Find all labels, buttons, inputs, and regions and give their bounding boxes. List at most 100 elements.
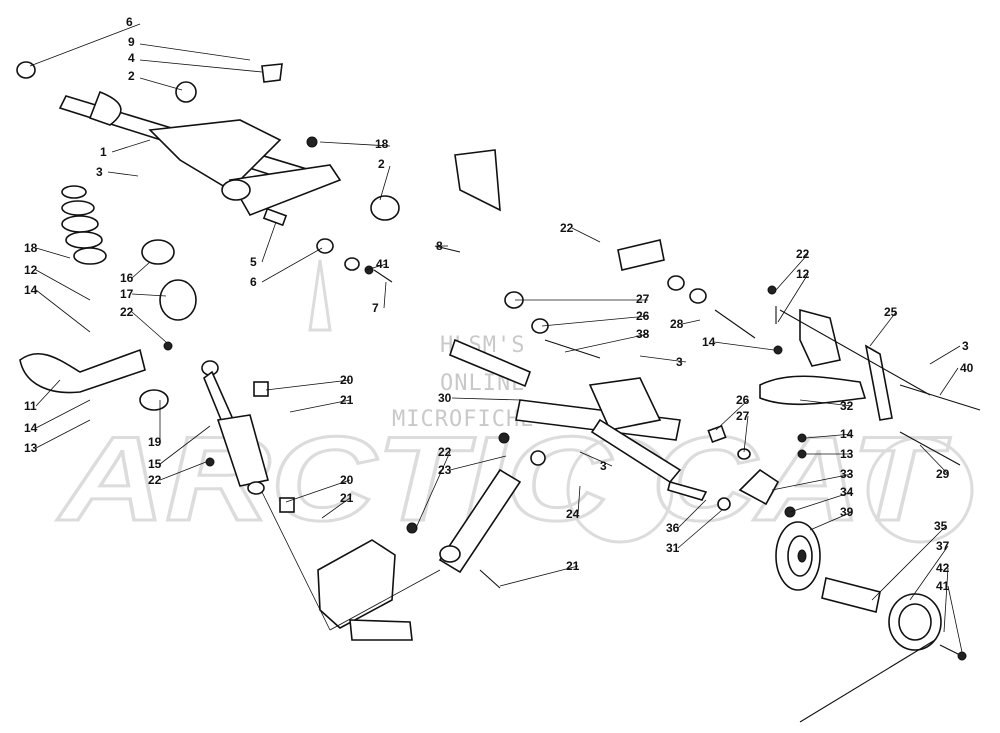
watermark-wheel-icon (866, 436, 974, 544)
leader-line (35, 289, 91, 333)
leader-line (321, 497, 351, 519)
leader-line (681, 319, 701, 325)
callout-label: 4 (128, 51, 135, 65)
leader-line (799, 399, 853, 407)
leader-line (35, 379, 61, 407)
leader-line (451, 397, 521, 401)
leader-line (777, 273, 809, 323)
callout-label: 8 (436, 239, 443, 253)
leader-line (261, 247, 323, 283)
leader-line (29, 23, 141, 67)
callout-label: 21 (340, 393, 354, 407)
callout-label: 36 (666, 521, 680, 535)
callout-label: 21 (566, 559, 580, 573)
leader-line (771, 473, 853, 491)
front-shock (163, 341, 295, 513)
callout-label: 18 (375, 137, 389, 151)
leader-line (35, 269, 91, 301)
callout-label: 20 (340, 373, 354, 387)
leader-line (789, 491, 853, 513)
callout-label: 31 (666, 541, 680, 555)
callout-label: 21 (340, 491, 354, 505)
callout-label: 3 (962, 339, 969, 353)
leader-line (499, 565, 579, 587)
callout-label: 40 (960, 361, 974, 375)
leader-line (289, 399, 351, 413)
callout-label: 26 (636, 309, 650, 323)
callout-label: 34 (840, 485, 854, 499)
callout-label: 29 (936, 467, 950, 481)
callout-label: 32 (840, 399, 854, 413)
leader-line (415, 451, 451, 529)
callout-label: 28 (670, 317, 684, 331)
callout-label: 11 (24, 399, 37, 413)
callout-label: 22 (120, 305, 134, 319)
watermark-line-3: MICROFICHE (392, 407, 534, 432)
callout-label: 6 (250, 275, 257, 289)
leader-line (449, 455, 507, 471)
leader-line (909, 545, 949, 601)
leader-line (379, 165, 391, 201)
leader-line (943, 567, 949, 633)
callout-label: 20 (340, 473, 354, 487)
callout-label: 2 (378, 157, 385, 171)
callout-label: 25 (884, 305, 898, 319)
callout-label: 27 (736, 409, 750, 423)
leader-line (139, 77, 183, 91)
leader-line (715, 399, 749, 431)
idler-wheel-assembly (775, 521, 967, 723)
callout-label: 39 (840, 505, 854, 519)
callout-label: 19 (148, 435, 162, 449)
leader-line (947, 585, 963, 653)
leader-line (869, 311, 897, 347)
leader-line (365, 263, 387, 271)
middle-shock (406, 432, 546, 589)
callout-label: 18 (24, 241, 38, 255)
callout-label: 35 (934, 519, 948, 533)
leader-line (319, 141, 391, 147)
leader-lines (29, 23, 963, 653)
leader-line (265, 379, 351, 391)
leader-line (677, 499, 707, 529)
callout-label: 14 (702, 335, 716, 349)
leader-line (919, 444, 949, 475)
callout-label: 2 (128, 69, 135, 83)
callout-label: 23 (438, 463, 452, 477)
rear-arm-assembly (667, 285, 981, 518)
callout-label: 22 (148, 473, 162, 487)
leader-line (541, 315, 649, 327)
callout-label: 13 (24, 441, 38, 455)
callout-label: 3 (676, 355, 683, 369)
leader-line (131, 293, 167, 297)
callout-labels: 6942131828564171812141617221114132021191… (24, 15, 974, 593)
lower-bracket (261, 491, 441, 641)
leader-line (261, 221, 277, 263)
leader-line (159, 425, 211, 465)
leader-line (939, 367, 959, 396)
callout-label: 12 (796, 267, 810, 281)
leader-line (131, 311, 167, 343)
front-arm-assembly (16, 61, 501, 283)
callout-label: 12 (24, 263, 38, 277)
leader-line (383, 281, 387, 309)
callout-label: 6 (126, 15, 133, 29)
callout-label: 37 (936, 539, 950, 553)
leader-line (713, 341, 775, 351)
leader-line (639, 355, 687, 363)
leader-line (35, 419, 91, 449)
callout-label: 24 (566, 507, 580, 521)
spring-assembly (19, 185, 197, 411)
leader-line (929, 345, 961, 365)
leader-line (139, 43, 251, 61)
leader-line (871, 525, 947, 601)
callout-label: 5 (250, 255, 257, 269)
callout-label: 3 (600, 459, 607, 473)
callout-label: 41 (376, 257, 390, 271)
callout-label: 26 (736, 393, 750, 407)
callout-label: 9 (128, 35, 135, 49)
leader-line (743, 415, 749, 453)
callout-label: 15 (148, 457, 162, 471)
leader-line (677, 509, 723, 549)
callout-label: 22 (438, 445, 452, 459)
leader-line (571, 227, 601, 243)
